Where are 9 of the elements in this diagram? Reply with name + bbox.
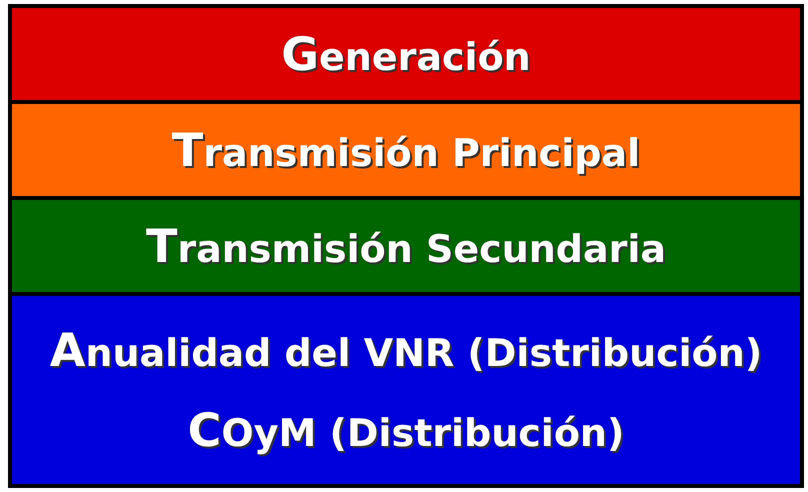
band-title: Generación <box>281 27 531 81</box>
band-title: Transmisión Principal <box>172 123 640 177</box>
band <box>12 296 800 484</box>
band <box>12 8 800 100</box>
band-title: Anualidad del VNR (Distribución) <box>50 322 762 377</box>
band-title: Transmisión Secundaria <box>146 219 666 273</box>
band <box>12 200 800 292</box>
band <box>12 104 800 196</box>
band-title: COyM (Distribución) <box>188 403 624 458</box>
